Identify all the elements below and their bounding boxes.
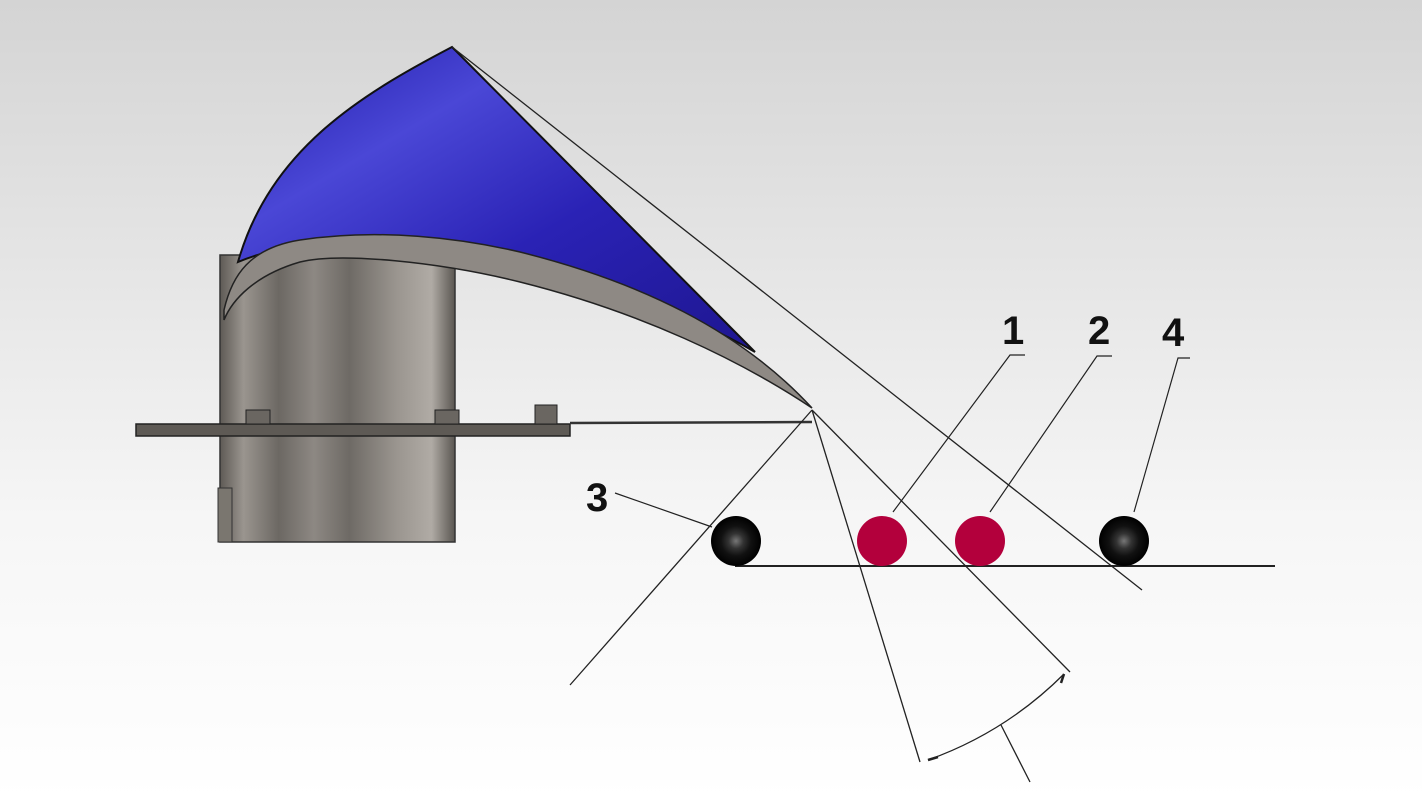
roller-3 — [711, 516, 761, 566]
roller-1 — [857, 516, 907, 566]
label-roller-4: 4 — [1162, 311, 1185, 355]
label-roller-3: 3 — [586, 476, 608, 520]
trajectory-lines — [451, 46, 1275, 763]
roller-4 — [1099, 516, 1149, 566]
roller-2 — [955, 516, 1005, 566]
angle-dimension — [927, 673, 1066, 783]
leader-lines — [614, 354, 1190, 528]
label-roller-2: 2 — [1088, 309, 1110, 353]
cylinder-housing — [217, 254, 456, 543]
bolt-icon — [245, 404, 558, 425]
sail-rim — [223, 233, 813, 409]
mounting-plate — [135, 404, 813, 437]
label-roller-1: 1 — [1002, 309, 1024, 353]
